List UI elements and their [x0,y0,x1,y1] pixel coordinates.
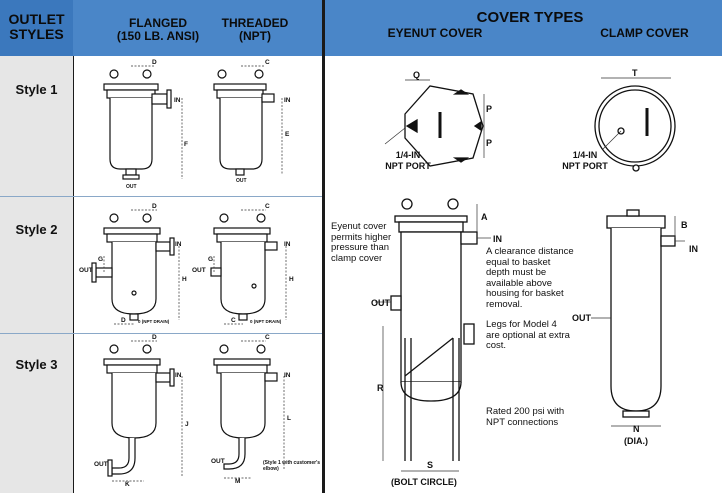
dim-g-2f: G [98,256,103,263]
in-label-1f: IN [174,97,181,104]
in-label-3t: IN [284,372,291,379]
eyenut-cover-heading: EYENUT COVER [387,26,483,40]
dim-n: N [633,424,640,434]
cover-type-drawings: Q P P T A IN B IN OUT OUT R S N [371,68,698,472]
outlet-styles-line1: OUTLET [8,11,65,27]
dim-e: E [285,131,290,138]
out-label-eyenut: OUT [371,298,391,308]
threaded-heading: THREADED (NPT) [210,17,300,43]
style1-flanged-housing [103,69,172,180]
clamp-cover-heading: CLAMP COVER [600,26,689,40]
dia-label: (DIA.) [624,436,648,446]
dim-l: L [287,415,291,422]
clamp-port-line2: NPT PORT [562,160,608,171]
dim-d-2b: D [121,317,126,324]
dim-d-2: D [152,203,157,210]
out-label-1t: OUT [236,178,247,184]
row-divider-2 [0,333,322,334]
style3-flanged-housing [103,344,175,477]
drain-label-flanged: 0 (NPT DRAIN) [138,319,170,324]
in-label-3f: IN [175,372,182,379]
in-label-eyenut: IN [493,234,502,244]
flanged-heading: FLANGED (150 LB. ANSI) [98,17,218,43]
dim-h-2t: H [289,276,294,283]
threaded-line2: (NPT) [239,29,271,43]
style2-flanged-housing [91,213,175,321]
outlet-styles-heading: OUTLET STYLES [0,12,73,42]
in-label-2f: IN [175,241,182,248]
dim-g-2t: G [208,256,213,263]
dim-b: B [681,220,688,230]
dim-k: K [125,481,130,488]
left-divider [73,56,74,493]
out-label-3t: OUT [211,458,225,465]
out-label-2f: OUT [79,267,93,274]
threaded-line1: THREADED [221,16,289,30]
row-divider-1 [0,196,322,197]
outlet-style-column [0,56,73,493]
eyenut-housing-side-view [390,198,478,461]
out-label-clamp: OUT [572,313,592,323]
style-1-label: Style 1 [15,82,58,97]
rated-note: Rated 200 psi with NPT connections [486,406,565,428]
dim-c-2: C [265,203,270,210]
style-3-label: Style 3 [15,357,58,372]
dim-s: S [427,460,433,470]
header-band [0,0,722,56]
out-label-2t: OUT [192,267,206,274]
drain-label-threaded: 0 (NPT DRAIN) [250,319,282,324]
style1-elbow-note: (Style 1 with customer's elbow) [263,460,321,472]
clearance-note: A clearance distance equal to basket dep… [486,246,574,310]
outlet-style-drawings: D C IN IN F E OUT OUT D C IN IN H H G G … [79,59,294,488]
center-divider [322,0,325,493]
dim-h-2f: H [182,276,187,283]
eyenut-cover-top-view [404,85,484,167]
clamp-cover-top-view [594,85,676,172]
cover-types-heading: COVER TYPES [476,9,584,26]
dim-t: T [632,68,638,78]
dim-c-3: C [265,334,270,341]
style1-threaded-housing [213,69,275,176]
dim-p-2: P [486,138,492,148]
eyenut-port-line1: 1/4-IN [395,150,421,160]
style3-threaded-housing [213,344,278,470]
dim-d-3: D [152,334,157,341]
outlet-styles-line2: STYLES [9,26,64,42]
dim-d-1: D [152,59,157,66]
out-label-1f: OUT [126,184,137,190]
dim-j: J [185,421,189,428]
out-label-3f: OUT [94,461,108,468]
dim-f: F [184,141,188,148]
in-label-1t: IN [284,97,291,104]
dim-c-1: C [265,59,270,66]
dim-m: M [235,478,240,485]
dim-r: R [377,383,384,393]
dim-p-1: P [486,104,492,114]
style2-threaded-housing [210,213,278,321]
eyenut-note: Eyenut cover permits higher pressure tha… [331,221,392,264]
in-label-clamp: IN [689,244,698,254]
dim-c-2b: C [231,317,236,324]
header-outlet-cell [0,0,73,56]
dim-a: A [481,212,488,222]
clamp-port-line1: 1/4-IN [572,150,598,160]
bolt-circle-label: (BOLT CIRCLE) [391,477,457,487]
clamp-port-label: 1/4-IN NPT PORT [560,150,610,171]
flanged-line1: FLANGED [129,16,187,30]
eyenut-port-line2: NPT PORT [385,160,431,171]
clamp-housing-side-view [606,209,676,418]
style-2-label: Style 2 [15,222,58,237]
dim-q: Q [413,70,420,80]
in-label-2t: IN [284,241,291,248]
eyenut-port-label: 1/4-IN NPT PORT [383,150,433,171]
legs-note: Legs for Model 4 are optional at extra c… [486,319,570,351]
flanged-line2: (150 LB. ANSI) [116,29,200,43]
